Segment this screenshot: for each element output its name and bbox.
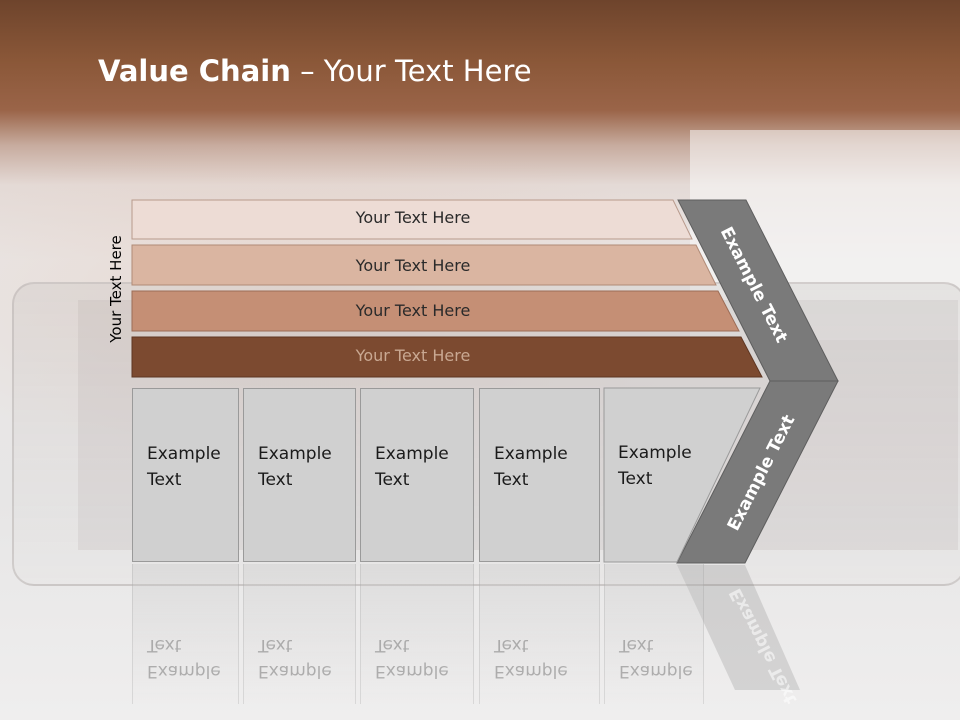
bar-1[interactable] [131, 199, 693, 240]
last-column-shape[interactable] [603, 387, 761, 563]
title-rest: – Your Text Here [290, 54, 532, 88]
bar-3[interactable] [131, 290, 740, 332]
chevron-lower[interactable] [676, 380, 839, 564]
bar-3-label: Your Text Here [355, 301, 471, 320]
slide-title: Value Chain – Your Text Here [98, 54, 532, 88]
bar-2-label: Your Text Here [355, 256, 471, 275]
chevron-reflection [677, 565, 800, 690]
bar-4[interactable] [131, 336, 763, 378]
bar-4-label: Your Text Here [355, 346, 471, 365]
bar-1-label: Your Text Here [355, 208, 471, 227]
title-bold: Value Chain [98, 54, 291, 88]
bar-2[interactable] [131, 244, 717, 286]
